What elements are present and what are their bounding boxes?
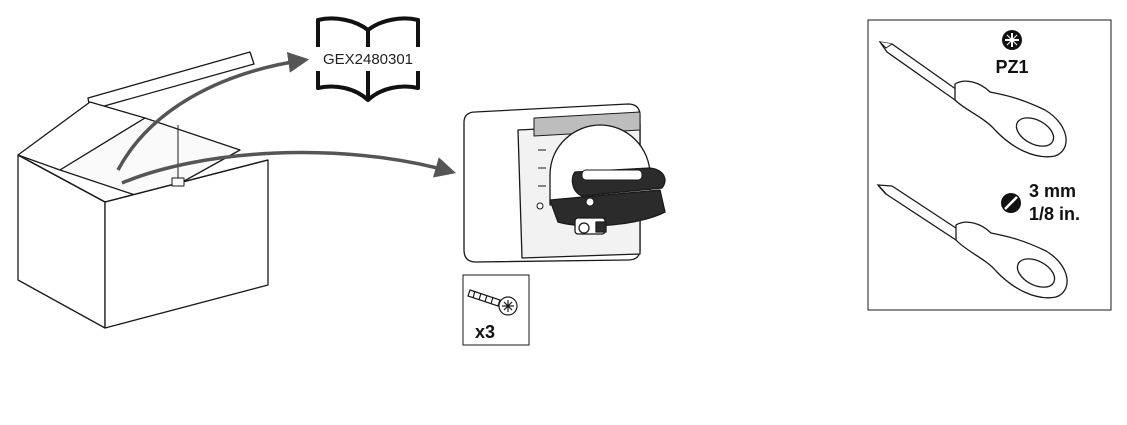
pozidriv-screwdriver-icon — [878, 41, 1067, 158]
flat-label-imperial: 1/8 in. — [1029, 204, 1080, 224]
manual-code: GEX2480301 — [323, 51, 413, 68]
open-box-illustration — [17, 51, 269, 329]
screws-panel: x3 — [462, 274, 530, 346]
manual-code-bg — [314, 47, 422, 71]
pozidriv-icon — [1002, 30, 1022, 50]
pozidriv-label: PZ1 — [995, 57, 1028, 77]
screw-icon — [467, 289, 518, 316]
arrow-to-manual — [116, 51, 310, 171]
screw-quantity: x3 — [475, 322, 495, 342]
arrow-to-handle — [121, 150, 457, 185]
tools-panel: PZ1 3 mm 1/8 in. — [867, 19, 1112, 311]
rotary-handle-illustration — [463, 103, 666, 263]
flat-slot-icon — [1001, 193, 1021, 213]
flat-screwdriver-icon — [876, 184, 1068, 299]
flat-label-metric: 3 mm — [1029, 181, 1076, 201]
